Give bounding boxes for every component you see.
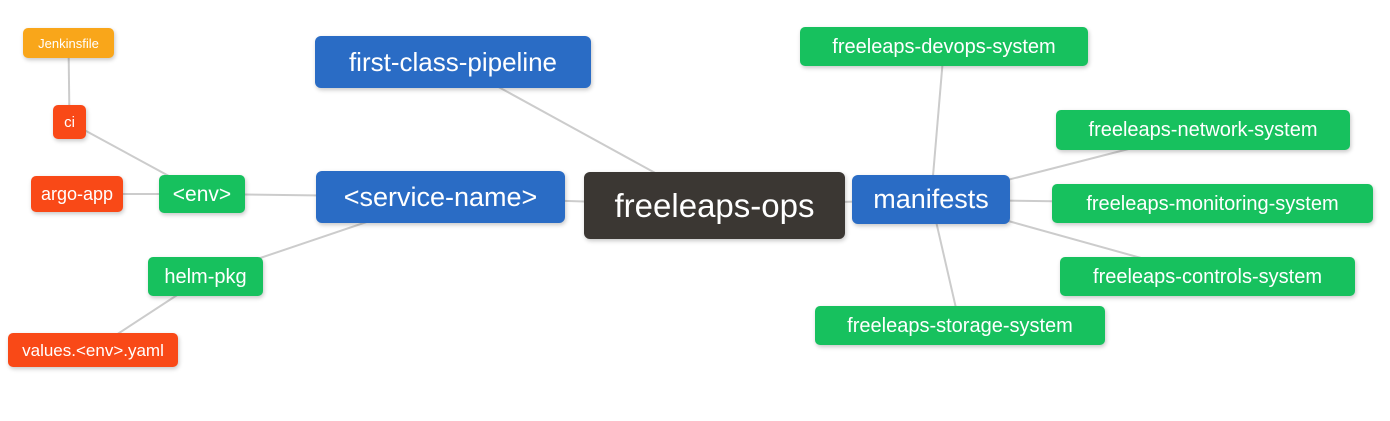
node-freeleaps-network-system[interactable]: freeleaps-network-system <box>1056 110 1350 150</box>
node-manifests[interactable]: manifests <box>852 175 1010 224</box>
node-helm-pkg[interactable]: helm-pkg <box>148 257 263 296</box>
node-freeleaps-controls-system[interactable]: freeleaps-controls-system <box>1060 257 1355 296</box>
node-env[interactable]: <env> <box>159 175 245 213</box>
node-label: values.<env>.yaml <box>22 340 164 360</box>
node-label: freeleaps-network-system <box>1088 119 1318 141</box>
node-label: freeleaps-ops <box>614 187 815 224</box>
node-label: freeleaps-controls-system <box>1093 265 1322 288</box>
node-label: argo-app <box>40 184 114 204</box>
node-freeleaps-ops-root[interactable]: freeleaps-ops <box>584 172 845 239</box>
node-jenkinsfile[interactable]: Jenkinsfile <box>23 28 114 58</box>
node-ci[interactable]: ci <box>53 105 86 139</box>
node-freeleaps-storage-system[interactable]: freeleaps-storage-system <box>815 306 1105 345</box>
node-label: ci <box>64 113 75 131</box>
node-argo-app[interactable]: argo-app <box>31 176 123 212</box>
node-label: <env> <box>172 182 232 206</box>
node-service-name[interactable]: <service-name> <box>316 171 565 223</box>
node-label: freeleaps-devops-system <box>832 35 1056 58</box>
edge-manifests-devops-system <box>930 46 945 200</box>
node-label: Jenkinsfile <box>38 35 99 51</box>
node-label: first-class-pipeline <box>348 47 558 77</box>
node-label: manifests <box>873 184 989 214</box>
node-label: helm-pkg <box>164 265 247 288</box>
node-label: <service-name> <box>343 181 538 212</box>
node-label: freeleaps-storage-system <box>847 314 1073 337</box>
node-first-class-pipeline[interactable]: first-class-pipeline <box>315 36 591 88</box>
node-freeleaps-devops-system[interactable]: freeleaps-devops-system <box>800 27 1088 66</box>
node-label: freeleaps-monitoring-system <box>1086 192 1339 215</box>
node-values-env-yaml[interactable]: values.<env>.yaml <box>8 333 178 367</box>
node-freeleaps-monitoring-system[interactable]: freeleaps-monitoring-system <box>1052 184 1373 223</box>
